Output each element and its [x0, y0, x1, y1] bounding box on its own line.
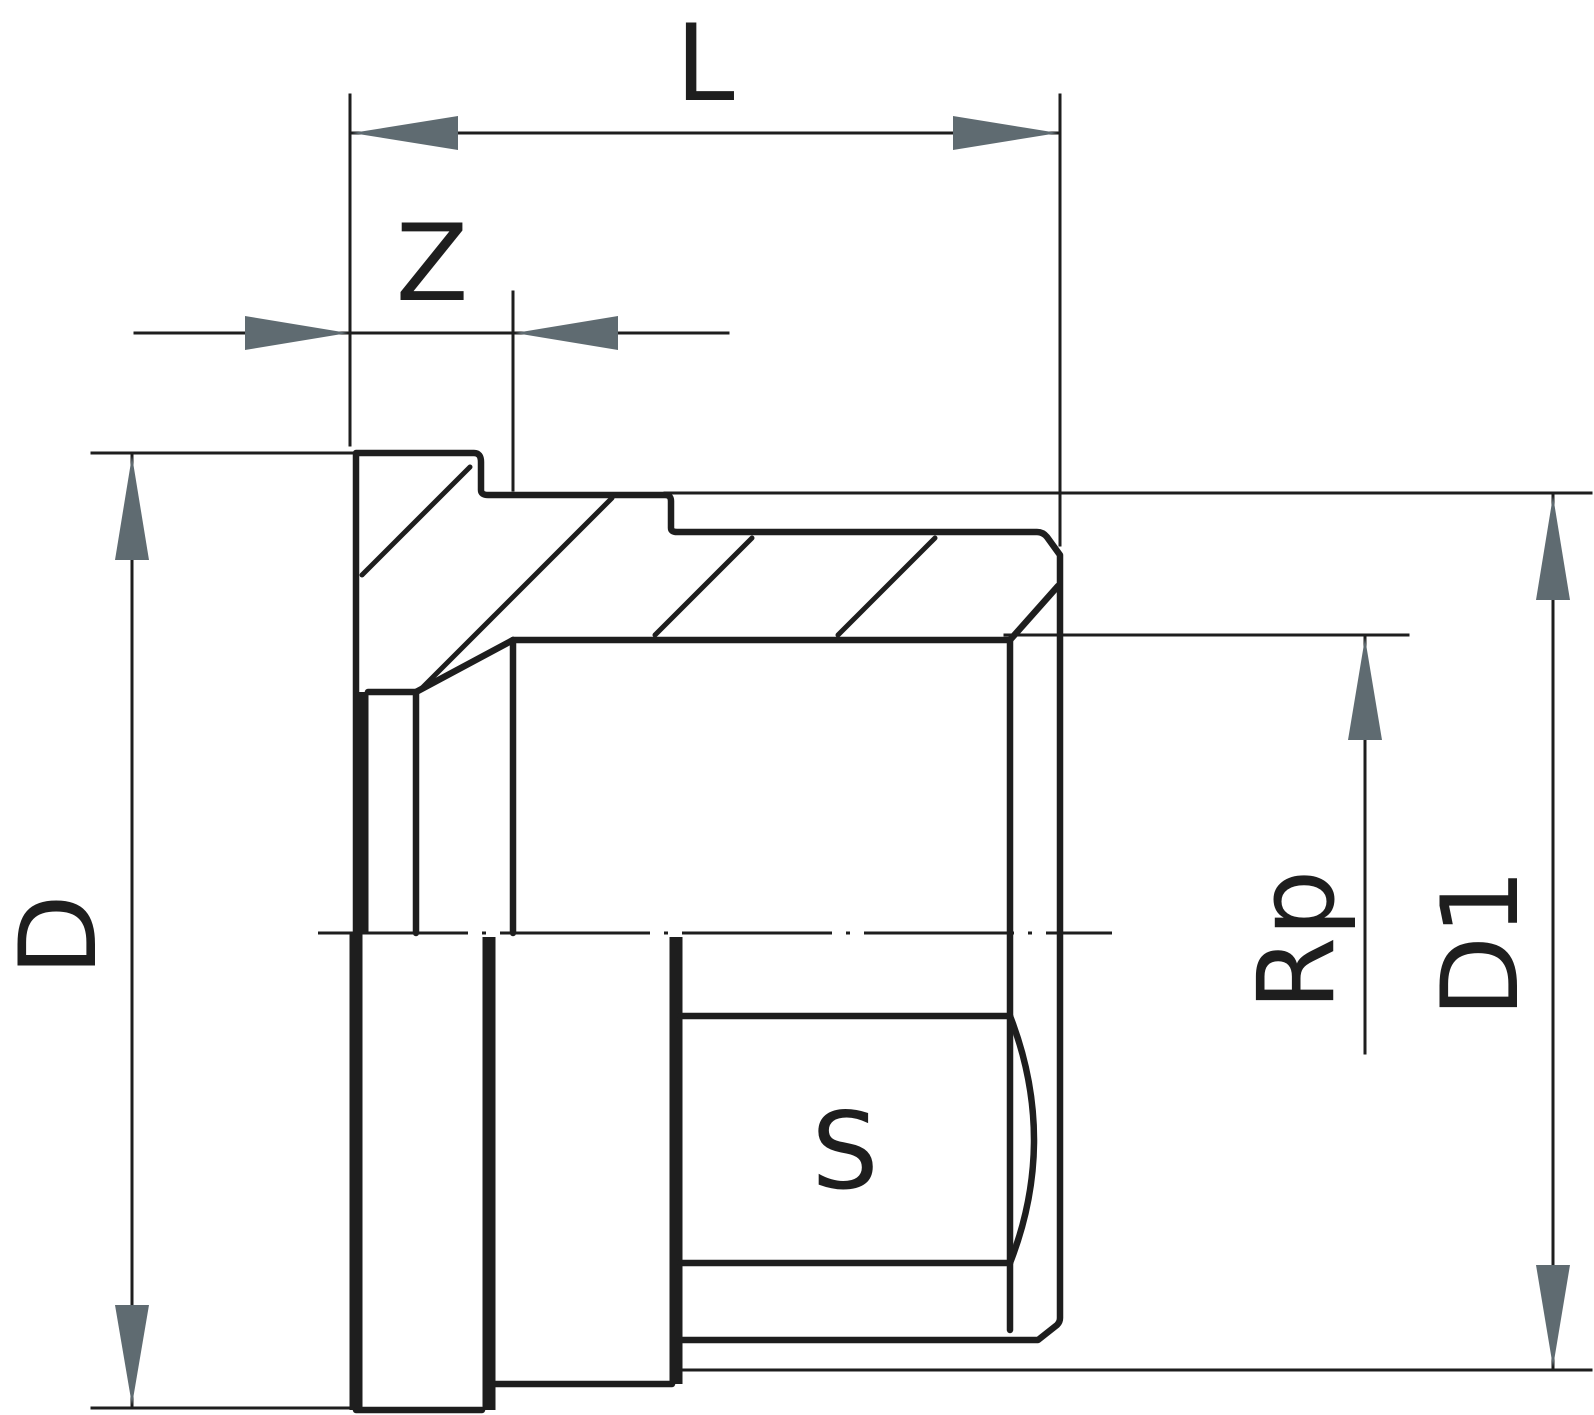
exterior-view — [349, 929, 1038, 1414]
arrowhead-l-right — [953, 116, 1058, 150]
label-z: Z — [396, 202, 469, 325]
arrowhead-d-bottom — [115, 1305, 149, 1405]
label-s: S — [811, 1090, 878, 1213]
label-d: D — [0, 894, 120, 976]
label-rp: Rp — [1235, 870, 1358, 1011]
label-l: L — [675, 2, 734, 125]
arrowhead-rp-top — [1348, 638, 1382, 740]
section-view — [352, 449, 1064, 1344]
arrowhead-d1-bottom — [1536, 1265, 1570, 1367]
section-hatching — [359, 464, 938, 693]
arrowhead-l-left — [352, 116, 458, 150]
arrowhead-d-top — [115, 456, 149, 560]
arrowhead-z-left — [245, 316, 348, 350]
arrowheads — [115, 116, 1570, 1405]
labels: L Z S D Rp D1 — [0, 2, 1542, 1213]
arrowhead-z-right — [515, 316, 618, 350]
label-d1: D1 — [1419, 868, 1542, 1017]
arrowhead-d1-top — [1536, 496, 1570, 600]
dimension-lines — [90, 93, 1593, 1410]
